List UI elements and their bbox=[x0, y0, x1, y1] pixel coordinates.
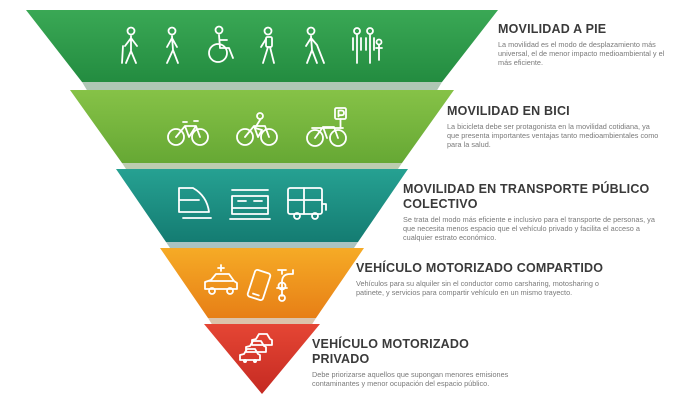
level-private-vehicle-label: VEHÍCULO MOTORIZADO PRIVADO Debe prioriz… bbox=[312, 337, 512, 388]
walking-person-icon bbox=[121, 26, 138, 64]
bus-icon bbox=[287, 187, 327, 220]
level-shared-vehicle-band bbox=[160, 248, 364, 318]
level-private-vehicle-band bbox=[204, 324, 320, 394]
level-description: Se trata del modo más eficiente e inclus… bbox=[403, 215, 655, 243]
traffic-jam-cars-icon bbox=[239, 333, 273, 363]
smartphone-icon bbox=[246, 268, 272, 302]
family-icon bbox=[352, 27, 383, 64]
person-with-backpack-icon bbox=[260, 26, 275, 64]
level-shared-vehicle-label: VEHÍCULO MOTORIZADO COMPARTIDO Vehículos… bbox=[356, 261, 621, 297]
level-title: MOVILIDAD EN TRANSPORTE PÚBLICO COLECTIV… bbox=[403, 182, 650, 211]
level-description: La bicicleta debe ser protagonista en la… bbox=[447, 122, 659, 150]
scooter-icon bbox=[276, 269, 294, 302]
level-title: MOVILIDAD A PIE bbox=[498, 22, 607, 36]
walking-person-icon bbox=[166, 26, 179, 64]
high-speed-train-icon bbox=[178, 187, 212, 219]
level-title: VEHÍCULO MOTORIZADO PRIVADO bbox=[312, 337, 470, 366]
train-icon bbox=[229, 189, 271, 220]
level-walking-band bbox=[26, 10, 498, 82]
bicycle-parking-icon bbox=[306, 107, 347, 147]
level-description: Debe priorizarse aquellos que supongan m… bbox=[312, 370, 509, 389]
level-public-transport-band bbox=[116, 169, 408, 242]
person-with-cane-icon bbox=[305, 26, 325, 64]
wheelchair-user-icon bbox=[208, 25, 234, 63]
bicycle-with-rider-icon bbox=[236, 112, 278, 146]
level-bicycle-band bbox=[70, 90, 454, 163]
bicycle-icon bbox=[167, 120, 209, 146]
level-bicycle-label: MOVILIDAD EN BICI La bicicleta debe ser … bbox=[447, 104, 662, 150]
level-description: Vehículos para su alquiler sin el conduc… bbox=[356, 279, 599, 298]
level-title: VEHÍCULO MOTORIZADO COMPARTIDO bbox=[356, 261, 604, 275]
level-title: MOVILIDAD EN BICI bbox=[447, 104, 570, 118]
level-description: La movilidad es el modo de desplazamient… bbox=[498, 40, 665, 68]
level-walking-label: MOVILIDAD A PIE La movilidad es el modo … bbox=[498, 22, 673, 68]
level-public-transport-label: MOVILIDAD EN TRANSPORTE PÚBLICO COLECTIV… bbox=[403, 182, 663, 243]
shared-car-icon bbox=[204, 264, 238, 295]
